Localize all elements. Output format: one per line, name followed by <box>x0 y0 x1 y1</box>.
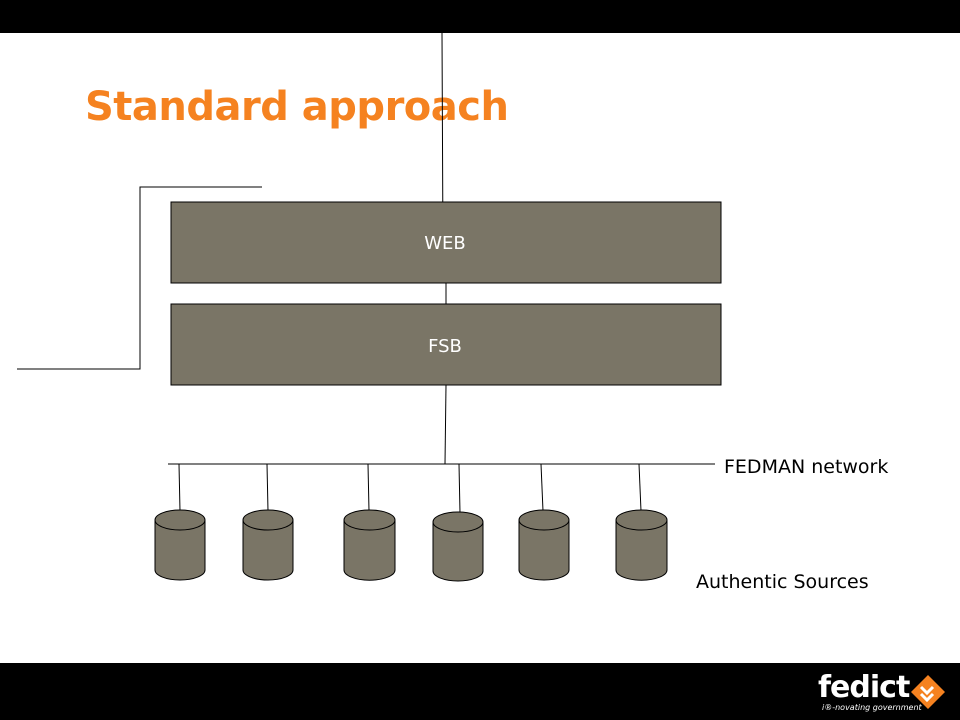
fedman-network-label: FEDMAN network <box>724 456 888 478</box>
authentic-sources-label: Authentic Sources <box>696 571 869 593</box>
slide-title: Standard approach <box>85 84 509 130</box>
web-box-label: WEB <box>424 233 466 254</box>
database-icon <box>154 509 206 581</box>
db-drop-line <box>178 463 181 512</box>
db-drop-line <box>638 463 642 512</box>
top-bar <box>0 0 960 33</box>
database-icon <box>343 509 396 581</box>
db-drop-line <box>540 463 544 512</box>
fedict-logo: fedict i®-novating government <box>818 670 950 716</box>
web-box <box>170 201 722 284</box>
database-icon <box>242 509 294 581</box>
logo-wordmark: fedict <box>818 670 910 705</box>
database-icon <box>518 509 570 581</box>
bottom-bar <box>0 663 960 720</box>
db-drop-line <box>266 463 269 512</box>
fsb-box-label: FSB <box>428 336 462 357</box>
connector-left-line <box>17 186 262 370</box>
db-drop-line <box>458 463 461 514</box>
db-drop-line <box>367 463 370 512</box>
database-icon <box>432 511 484 582</box>
orange-diamond-arrows-icon <box>911 675 945 709</box>
database-icon <box>615 509 668 581</box>
logo-tagline: i®-novating government <box>822 703 922 712</box>
fsb-network-connector <box>444 384 447 465</box>
